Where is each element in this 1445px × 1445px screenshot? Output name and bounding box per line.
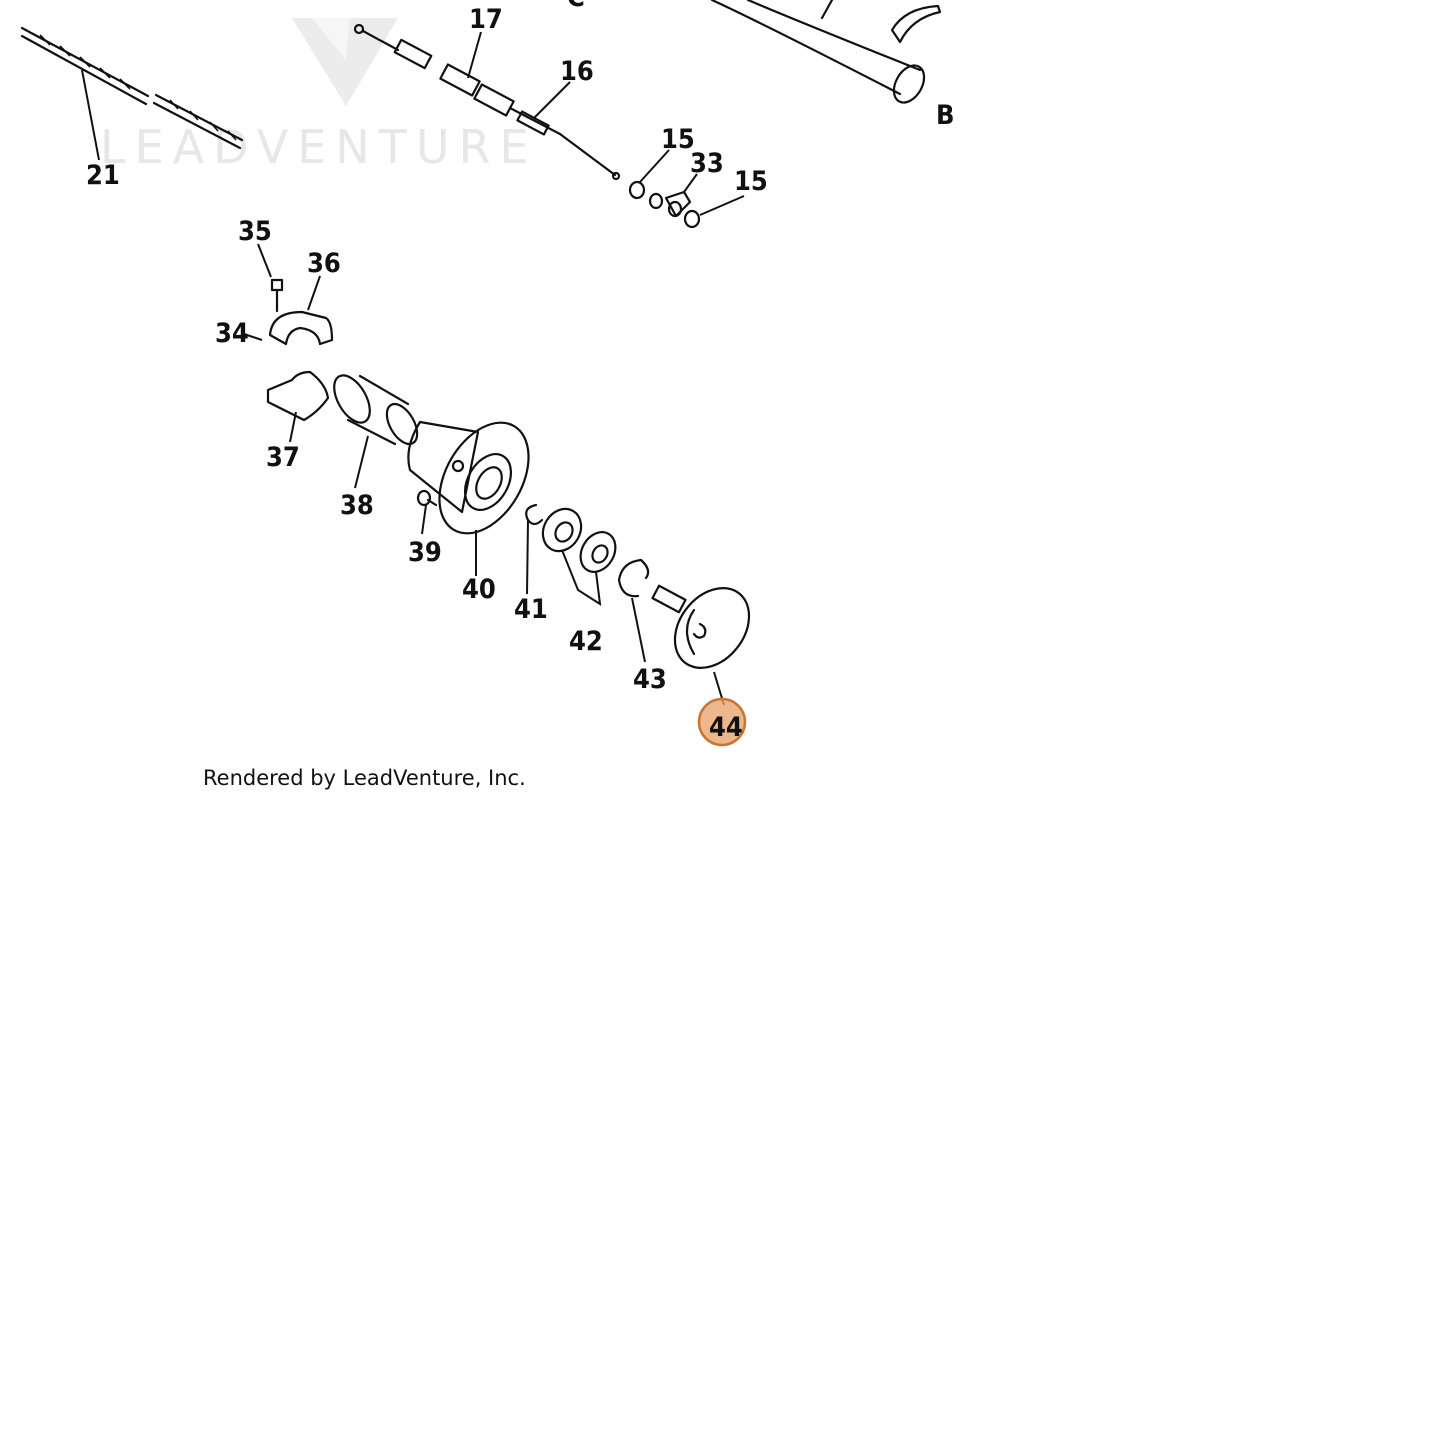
callout-44[interactable]: 44 xyxy=(709,712,743,743)
callout-38[interactable]: 38 xyxy=(340,490,374,521)
callout-36[interactable]: 36 xyxy=(307,248,341,279)
callout-16[interactable]: 16 xyxy=(560,56,594,87)
leader-lines xyxy=(81,31,745,706)
part-17-16-throttle-cable xyxy=(353,23,621,181)
credit-text: Rendered by LeadVenture, Inc. xyxy=(203,766,526,790)
callout-35[interactable]: 35 xyxy=(238,216,272,247)
callout-labels: 21 17 16 15 33 15 B C 35 36 34 37 38 39 … xyxy=(86,0,955,747)
callout-b: B xyxy=(936,100,955,131)
watermark-text: LEADVENTURE xyxy=(100,120,538,174)
part-37-clamp-bottom xyxy=(266,370,330,422)
part-15-33-washers-bracket xyxy=(628,180,701,229)
callout-33[interactable]: 33 xyxy=(690,148,724,179)
part-38-bushing xyxy=(333,374,419,446)
part-39-screw xyxy=(416,489,438,507)
callout-17[interactable]: 17 xyxy=(469,4,503,35)
callout-43[interactable]: 43 xyxy=(633,664,667,695)
callout-42[interactable]: 42 xyxy=(569,626,603,657)
callout-15-a[interactable]: 15 xyxy=(661,124,695,155)
part-36-clamp-top xyxy=(268,310,334,346)
part-44-clutch-drum xyxy=(651,584,751,669)
part-43-circlip xyxy=(617,558,650,598)
callout-34[interactable]: 34 xyxy=(215,318,249,349)
part-42-bearings xyxy=(541,507,617,573)
watermark-logo: LEADVENTURE xyxy=(100,18,538,174)
part-shaft-tube xyxy=(710,0,942,104)
callout-41[interactable]: 41 xyxy=(514,594,548,625)
callout-21[interactable]: 21 xyxy=(86,160,120,191)
callout-c: C xyxy=(567,0,585,13)
part-21-drive-cable xyxy=(20,26,244,150)
part-35-bolt xyxy=(270,278,284,313)
callout-44-highlight[interactable] xyxy=(697,697,747,747)
callout-37[interactable]: 37 xyxy=(266,442,300,473)
part-40-housing xyxy=(407,420,530,535)
callout-39[interactable]: 39 xyxy=(408,537,442,568)
callout-15-b[interactable]: 15 xyxy=(734,166,768,197)
callout-40[interactable]: 40 xyxy=(462,574,496,605)
